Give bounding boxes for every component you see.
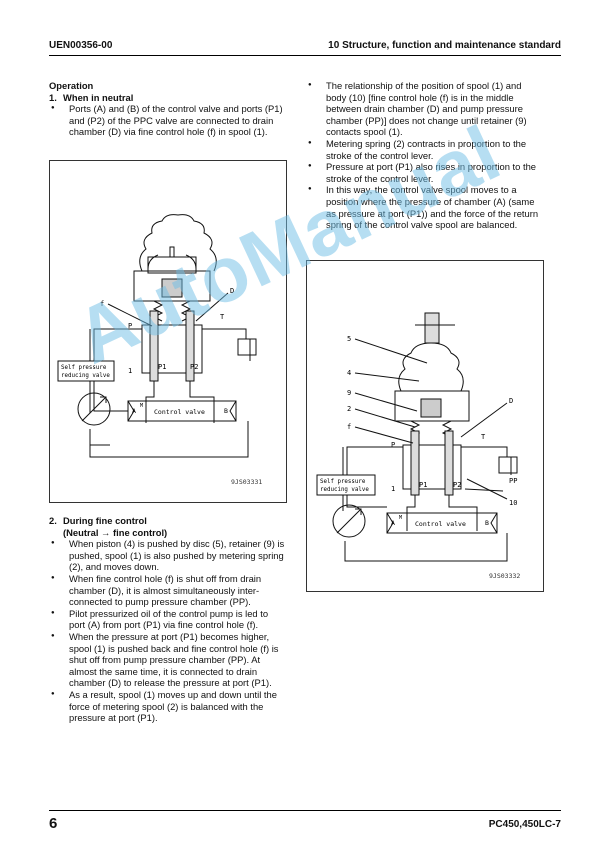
page-number: 6 bbox=[49, 815, 58, 832]
label-A: A bbox=[132, 407, 136, 415]
valve-diagram-fine-control: 5 4 9 2 f D P T 1 P1 P2 PP 10 A M B Self… bbox=[316, 312, 518, 562]
srv-label-line1: Self pressure bbox=[320, 479, 366, 485]
header-rule bbox=[49, 55, 561, 56]
operation-heading: Operation bbox=[49, 80, 94, 91]
footer-rule bbox=[49, 810, 561, 811]
label-T: T bbox=[481, 433, 486, 441]
label-PP: PP bbox=[509, 477, 517, 485]
figure-neutral: f D P T 1 P1 P2 A M B Self pressure redu… bbox=[49, 160, 287, 503]
label-B: B bbox=[224, 407, 228, 415]
control-valve-label: Control valve bbox=[154, 408, 205, 416]
label-5: 5 bbox=[347, 335, 351, 343]
srv-label-line2: reducing valve bbox=[61, 373, 110, 379]
label-D: D bbox=[509, 397, 513, 405]
srv-label-line2: reducing valve bbox=[320, 487, 369, 493]
right-column: The relationship of the position of spoo… bbox=[306, 80, 542, 231]
list-item: Pilot pressurized oil of the control pum… bbox=[49, 608, 285, 631]
label-P1: P1 bbox=[158, 363, 166, 371]
list-item: The relationship of the position of spoo… bbox=[306, 80, 542, 138]
right-bullets: The relationship of the position of spoo… bbox=[306, 80, 542, 231]
list-item: Ports (A) and (B) of the control valve a… bbox=[49, 103, 285, 138]
list-item: When fine control hole (f) is shut off f… bbox=[49, 573, 285, 608]
neutral-bullets: Ports (A) and (B) of the control valve a… bbox=[49, 103, 285, 138]
fine-control-bullets: When piston (4) is pushed by disc (5), r… bbox=[49, 538, 285, 724]
control-valve-label: Control valve bbox=[415, 520, 466, 528]
label-A: A bbox=[391, 519, 395, 527]
figure-fine-control: 5 4 9 2 f D P T 1 P1 P2 PP 10 A M B Self… bbox=[306, 260, 544, 592]
figure-id: 9JS03331 bbox=[231, 478, 263, 486]
label-1: 1 bbox=[391, 485, 395, 493]
figure-id: 9JS03332 bbox=[489, 572, 521, 580]
label-M: M bbox=[399, 515, 402, 521]
fine-control-heading: 2.During fine control(Neutral → fine con… bbox=[49, 515, 168, 538]
label-D: D bbox=[230, 287, 234, 295]
list-item: In this way, the control valve spool mov… bbox=[306, 184, 542, 230]
label-f: f bbox=[100, 300, 104, 308]
label-P2: P2 bbox=[453, 481, 461, 489]
left-column-bottom: 2.During fine control(Neutral → fine con… bbox=[49, 515, 285, 724]
label-P2: P2 bbox=[190, 363, 198, 371]
page-header: UEN00356-00 10 Structure, function and m… bbox=[49, 40, 561, 56]
label-M: M bbox=[140, 403, 143, 409]
label-P: P bbox=[128, 322, 132, 330]
label-P: P bbox=[391, 441, 395, 449]
list-item: As a result, spool (1) moves up and down… bbox=[49, 689, 285, 724]
model-name: PC450,450LC-7 bbox=[488, 819, 561, 830]
label-B: B bbox=[485, 519, 489, 527]
doc-code: UEN00356-00 bbox=[49, 40, 113, 51]
label-P1: P1 bbox=[419, 481, 427, 489]
label-f: f bbox=[347, 423, 351, 431]
left-column-top: Operation 1.When in neutral Ports (A) an… bbox=[49, 80, 285, 138]
label-9: 9 bbox=[347, 389, 351, 397]
list-item: When the pressure at port (P1) becomes h… bbox=[49, 631, 285, 689]
section-title: 10 Structure, function and maintenance s… bbox=[328, 40, 561, 51]
neutral-heading: 1.When in neutral bbox=[49, 91, 134, 103]
label-1: 1 bbox=[128, 367, 132, 375]
list-item: Pressure at port (P1) also rises in prop… bbox=[306, 161, 542, 184]
valve-diagram-neutral: f D P T 1 P1 P2 A M B Self pressure redu… bbox=[57, 214, 257, 458]
list-item: When piston (4) is pushed by disc (5), r… bbox=[49, 538, 285, 573]
label-2: 2 bbox=[347, 405, 351, 413]
label-T: T bbox=[220, 313, 225, 321]
srv-label-line1: Self pressure bbox=[61, 365, 107, 371]
label-10: 10 bbox=[509, 499, 517, 507]
label-4: 4 bbox=[347, 369, 351, 377]
list-item: Metering spring (2) contracts in proport… bbox=[306, 138, 542, 161]
